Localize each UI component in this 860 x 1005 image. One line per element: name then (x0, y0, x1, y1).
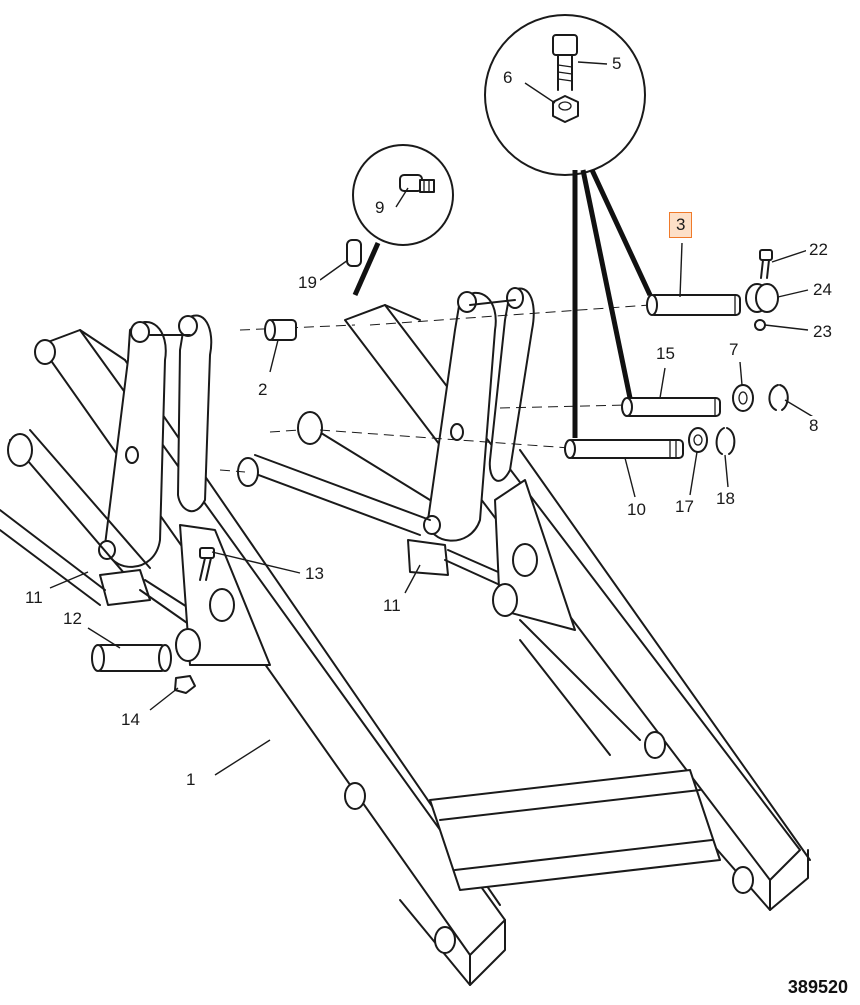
label-part-23: 23 (810, 322, 835, 342)
nut-23 (754, 319, 766, 331)
inset-pointers (352, 168, 653, 438)
circlip-18 (715, 427, 736, 455)
pin-12 (91, 644, 172, 672)
nut-14 (174, 675, 196, 694)
label-part-3[interactable]: 3 (669, 212, 693, 238)
label-part-13: 13 (302, 564, 327, 584)
left-link-plates (98, 314, 213, 568)
label-part-15: 15 (653, 344, 678, 364)
right-cylinder (237, 411, 506, 586)
washer-17 (688, 427, 708, 453)
bolt-22 (759, 249, 773, 279)
bush-2 (264, 319, 297, 341)
label-part-8: 8 (806, 416, 822, 436)
pin-3 (646, 294, 741, 316)
label-part-22: 22 (806, 240, 831, 260)
inset-bolt-nut (484, 14, 646, 176)
label-part-17: 17 (672, 497, 697, 517)
label-part-10: 10 (624, 500, 649, 520)
label-part-2: 2 (255, 380, 271, 400)
collar-24 (745, 283, 779, 313)
label-part-11-left: 11 (22, 588, 46, 608)
circlip-8 (768, 384, 789, 411)
label-part-6: 6 (500, 68, 516, 88)
label-part-24: 24 (810, 280, 835, 300)
label-part-9: 9 (372, 198, 388, 218)
pin-15 (621, 397, 721, 417)
label-part-14: 14 (118, 710, 143, 730)
label-part-5: 5 (609, 54, 625, 74)
label-part-12: 12 (60, 609, 85, 629)
label-part-7: 7 (726, 340, 742, 360)
pin-10 (564, 439, 684, 459)
leader-lines (49, 61, 816, 776)
label-part-18: 18 (713, 489, 738, 509)
right-link-plates (423, 287, 535, 542)
washer-7 (732, 384, 754, 412)
right-mounting-bracket (492, 479, 576, 631)
left-mounting-bracket (175, 524, 271, 666)
drawing-number: 389520 (787, 977, 848, 997)
label-part-1: 1 (183, 770, 199, 790)
seal-19 (346, 239, 362, 267)
left-cylinder (0, 429, 196, 626)
pin-centre-lines (219, 304, 651, 473)
label-part-19: 19 (295, 273, 320, 293)
label-part-11-right: 11 (380, 596, 404, 616)
